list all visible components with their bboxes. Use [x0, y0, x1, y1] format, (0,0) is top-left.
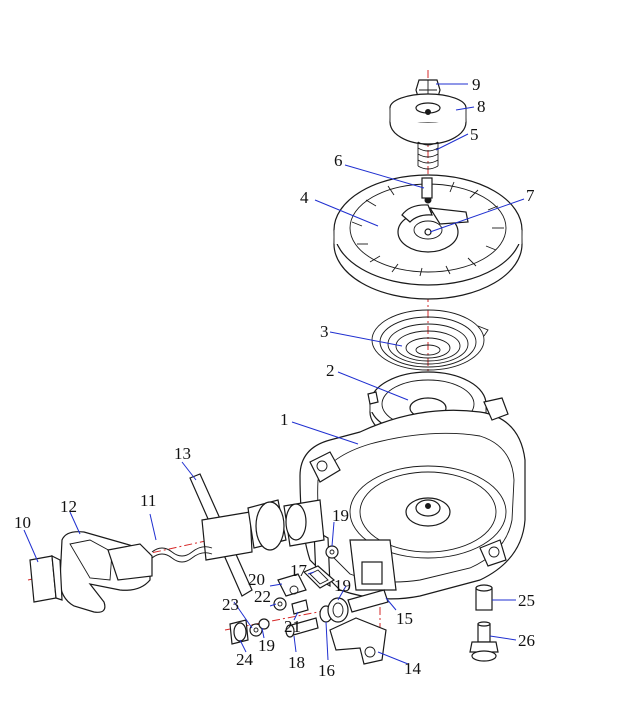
callout-21: 20	[248, 570, 265, 589]
part-20-spring-ring	[327, 597, 349, 623]
callout-25: 24	[236, 650, 254, 669]
part-4-pulley	[333, 174, 523, 300]
part-5-spring	[417, 141, 439, 170]
part-22-pin	[291, 599, 309, 615]
part-27-fastener	[469, 621, 499, 662]
part-10-handle-cap	[29, 554, 63, 603]
part-18-screw	[285, 617, 319, 638]
leader-lines	[23, 83, 525, 665]
callout-12: 12	[60, 497, 77, 516]
part-11-rope	[151, 546, 213, 563]
callout-24: 23	[222, 595, 239, 614]
callout-10: 10	[14, 513, 31, 532]
part-26-bushing	[475, 584, 493, 611]
callout-16: 16	[318, 661, 335, 680]
part-8-retainer-cap	[389, 93, 467, 145]
part-21-lever	[277, 573, 307, 597]
part-12-handle	[59, 531, 153, 613]
callout-17: 17	[290, 561, 308, 580]
part-25-bolt	[229, 619, 249, 645]
part-15-pin	[347, 589, 389, 613]
part-3-recoil-spring	[371, 309, 489, 371]
callout-14: 14	[404, 659, 422, 678]
pulley-ribs	[351, 181, 504, 277]
callout-4: 4	[300, 188, 309, 207]
callout-9: 9	[472, 75, 481, 94]
callout-8: 8	[477, 97, 486, 116]
callout-20: 19	[334, 576, 351, 595]
callout-11: 11	[140, 491, 156, 510]
callout-27: 26	[518, 631, 535, 650]
part-13-guide-tube	[189, 473, 325, 597]
callout-19-upper: 19	[332, 506, 349, 525]
callout-26: 25	[518, 591, 535, 610]
part-19-washer-lower	[258, 618, 270, 630]
callout-7: 7	[526, 186, 535, 205]
callout-2: 2	[326, 361, 335, 380]
part-23-washer	[273, 597, 287, 611]
callout-1: 1	[280, 410, 289, 429]
callout-3: 3	[320, 322, 329, 341]
callout-19-lower: 19	[258, 636, 275, 655]
callout-22: 21	[284, 617, 301, 636]
callout-23: 22	[254, 587, 271, 606]
part-1-starter-housing	[299, 397, 526, 600]
callout-labels: 9 8 5 6 4 7 3 2 1 13 11 12 10 19 17 20 1…	[14, 75, 535, 680]
callout-6: 6	[334, 151, 343, 170]
callout-18: 18	[288, 653, 305, 672]
callout-5: 5	[470, 125, 479, 144]
part-19-washer-upper	[325, 545, 339, 559]
callout-15: 15	[396, 609, 413, 628]
part-17-plate	[302, 565, 336, 589]
part-14-pawl-lever	[329, 617, 387, 665]
callout-13: 13	[174, 444, 191, 463]
